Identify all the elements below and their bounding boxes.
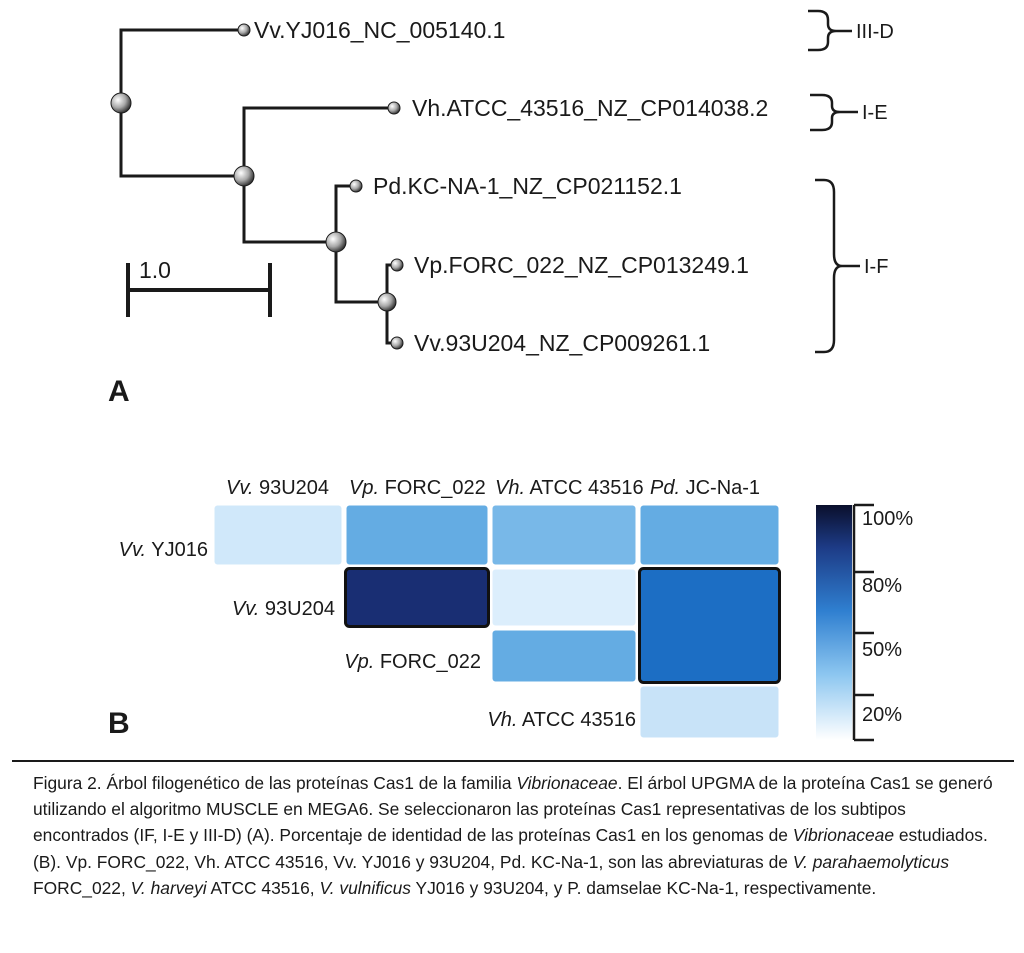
tree-branch-if-clade [242, 176, 336, 244]
tree-node [325, 231, 347, 253]
caption-label: Figura 2. [33, 773, 102, 793]
subtype-label: I-F [864, 256, 888, 278]
bracket-i-e [810, 93, 841, 132]
subtype-brackets [808, 9, 860, 354]
leaf-label: Vv.YJ016_NC_005140.1 [254, 17, 505, 43]
colorbar-tick-label: 20% [862, 704, 902, 726]
column-label: Vv. 93U204 [226, 477, 329, 499]
caption-segment: ATCC 43516, [206, 877, 320, 898]
subtype-label: III-D [856, 21, 894, 43]
caption-segment: FORC_022, [33, 877, 131, 898]
heatmap-cell [638, 567, 781, 684]
tree-node [377, 292, 397, 312]
colorbar: 100% 80% 50% 20% [816, 503, 913, 742]
tree-branch-ie [242, 106, 394, 176]
caption-italic-term: V. parahaemolyticus [792, 851, 950, 872]
heatmap-column-labels: Vv. 93U204 Vp. FORC_022 Vh. ATCC 43516 P… [226, 477, 760, 499]
caption-italic-term: V. vulnificus [319, 877, 411, 898]
colorbar-tick-label: 100% [862, 508, 913, 530]
tree-branch-root [119, 28, 244, 103]
heatmap-cell [638, 503, 781, 567]
leaf-label: Pd.KC-NA-1_NZ_CP021152.1 [373, 173, 682, 199]
leaf-label: Vh.ATCC_43516_NZ_CP014038.2 [412, 95, 768, 121]
tree-branch-vp-vv [334, 242, 387, 304]
tree-tip [387, 101, 401, 115]
column-label: Pd. JC-Na-1 [650, 477, 760, 499]
phylogenetic-tree [119, 28, 397, 345]
column-label: Vh. ATCC 43516 [495, 477, 644, 499]
heatmap-cell [212, 503, 344, 567]
colorbar-tick-label: 50% [862, 639, 902, 661]
scale-bar-label: 1.0 [139, 257, 171, 283]
tree-node [233, 165, 255, 187]
heatmap-cell [638, 684, 781, 740]
tree-leaf-labels: Vv.YJ016_NC_005140.1 Vh.ATCC_43516_NZ_CP… [254, 17, 768, 356]
tree-node [110, 92, 132, 114]
panel-letter-a: A [108, 375, 130, 408]
caption-italic-term: V. harveyi [130, 877, 207, 898]
tree-tip [349, 179, 363, 193]
caption-text: Árbol filogenético de las proteínas Cas1… [33, 773, 993, 898]
tree-tip [390, 336, 404, 350]
caption-italic-term: Vibrionaceae [516, 773, 618, 793]
heatmap-row-labels: Vv. YJ016 Vv. 93U204 Vp. FORC_022 Vh. AT… [119, 539, 636, 731]
caption-segment: Árbol filogenético de las proteínas Cas1… [101, 773, 517, 793]
caption-italic-term: Vibrionaceae [792, 825, 894, 846]
heatmap-cell [490, 628, 638, 684]
tree-branch-pd [334, 184, 356, 242]
caption-divider [12, 760, 1014, 762]
tree-tip [390, 258, 404, 272]
bracket-i-f [815, 178, 843, 354]
row-label: Vh. ATCC 43516 [487, 709, 636, 731]
tree-tip [237, 23, 251, 37]
scale-bar [126, 263, 272, 317]
subtype-label: I-E [862, 102, 888, 124]
subtype-labels: III-D I-E I-F [856, 21, 894, 278]
caption-segment: YJ016 y 93U204, y P. damselae KC-Na-1, r… [410, 877, 877, 898]
leaf-label: Vv.93U204_NZ_CP009261.1 [414, 330, 710, 356]
column-label: Vp. FORC_022 [349, 477, 486, 499]
panel-letter-b: B [108, 707, 130, 740]
heatmap-cell [490, 567, 638, 628]
bracket-iii-d [808, 9, 837, 52]
tree-branch-root-lower [119, 103, 244, 178]
colorbar-tick-label: 80% [862, 575, 902, 597]
figure-canvas: Vv.YJ016_NC_005140.1 Vh.ATCC_43516_NZ_CP… [108, 9, 913, 742]
row-label: Vv. 93U204 [232, 598, 335, 620]
heatmap-cell [344, 567, 490, 628]
colorbar-gradient [816, 505, 852, 740]
row-label: Vv. YJ016 [119, 539, 208, 561]
figure-caption: Figura 2. Árbol filogenético de las prot… [33, 770, 998, 901]
tree-nodes [110, 23, 404, 350]
row-label: Vp. FORC_022 [344, 651, 481, 673]
heatmap-cell [344, 503, 490, 567]
caption-segment: estudiados. (B). Vp. FORC_022, Vh. ATCC … [33, 825, 988, 872]
heatmap-cell [490, 503, 638, 567]
caption-segment: . El árbol UPGMA de la proteína Cas1 se … [33, 773, 993, 846]
identity-heatmap [212, 503, 781, 740]
leaf-label: Vp.FORC_022_NZ_CP013249.1 [414, 252, 749, 278]
